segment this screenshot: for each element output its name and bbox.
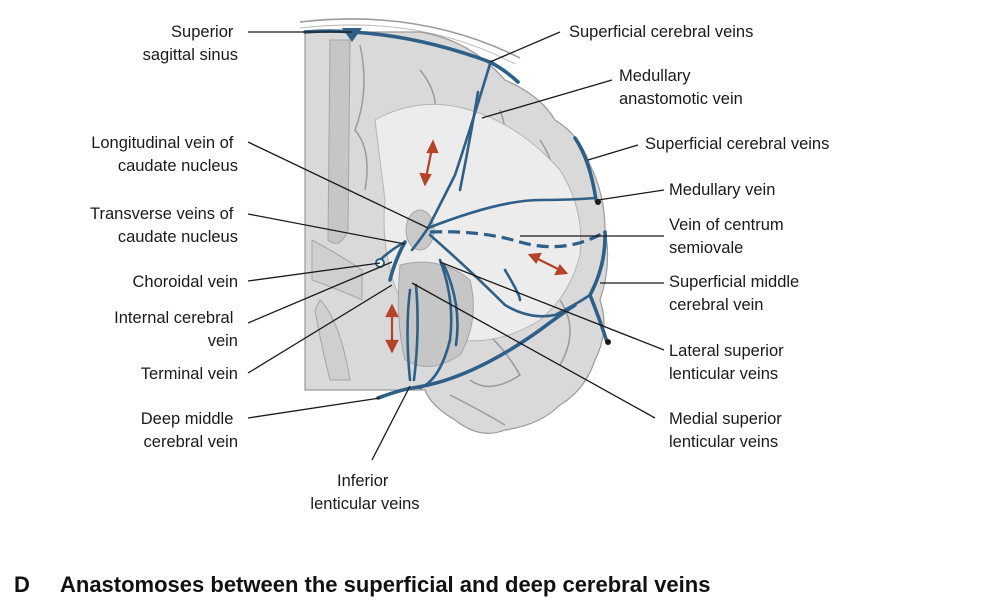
label-superficial-cerebral-veins-right: Superficial cerebral veins xyxy=(645,135,829,153)
figure-caption: D Anastomoses between the superficial and… xyxy=(14,572,710,598)
label-medial-superior-lenticular-veins: Medial superior lenticular veins xyxy=(669,410,786,451)
label-deep-middle-cerebral-vein: Deep middle cerebral vein xyxy=(141,410,238,451)
label-superior-sagittal-sinus: Superior sagittal sinus xyxy=(143,23,238,64)
label-terminal-vein: Terminal vein xyxy=(141,365,238,383)
label-superficial-middle-cerebral-vein: Superficial middle cerebral vein xyxy=(669,273,804,314)
label-vein-centrum-semiovale: Vein of centrum semiovale xyxy=(669,216,788,257)
leader-lines xyxy=(247,31,665,461)
figure-letter: D xyxy=(14,572,30,597)
label-inferior-lenticular-veins: Inferior lenticular veins xyxy=(310,472,419,513)
label-transverse-veins-caudate: Transverse veins of caudate nucleus xyxy=(90,205,238,246)
brain-section-illustration xyxy=(299,18,609,434)
label-lateral-superior-lenticular-veins: Lateral superior lenticular veins xyxy=(669,342,788,383)
label-internal-cerebral-vein: Internal cerebral vein xyxy=(114,309,238,350)
label-superficial-cerebral-veins-top: Superficial cerebral veins xyxy=(569,23,753,41)
diagram-labels: Superior sagittal sinus Superficial cere… xyxy=(90,23,829,513)
flow-arrows xyxy=(385,139,569,354)
figure-caption-text: Anastomoses between the superficial and … xyxy=(60,572,711,597)
label-medullary-vein: Medullary vein xyxy=(669,181,775,199)
vein-network xyxy=(303,28,611,400)
label-medullary-anastomotic-vein: Medullary anastomotic vein xyxy=(619,67,743,108)
label-choroidal-vein: Choroidal vein xyxy=(133,273,238,291)
label-longitudinal-vein-caudate: Longitudinal vein of caudate nucleus xyxy=(91,134,238,175)
